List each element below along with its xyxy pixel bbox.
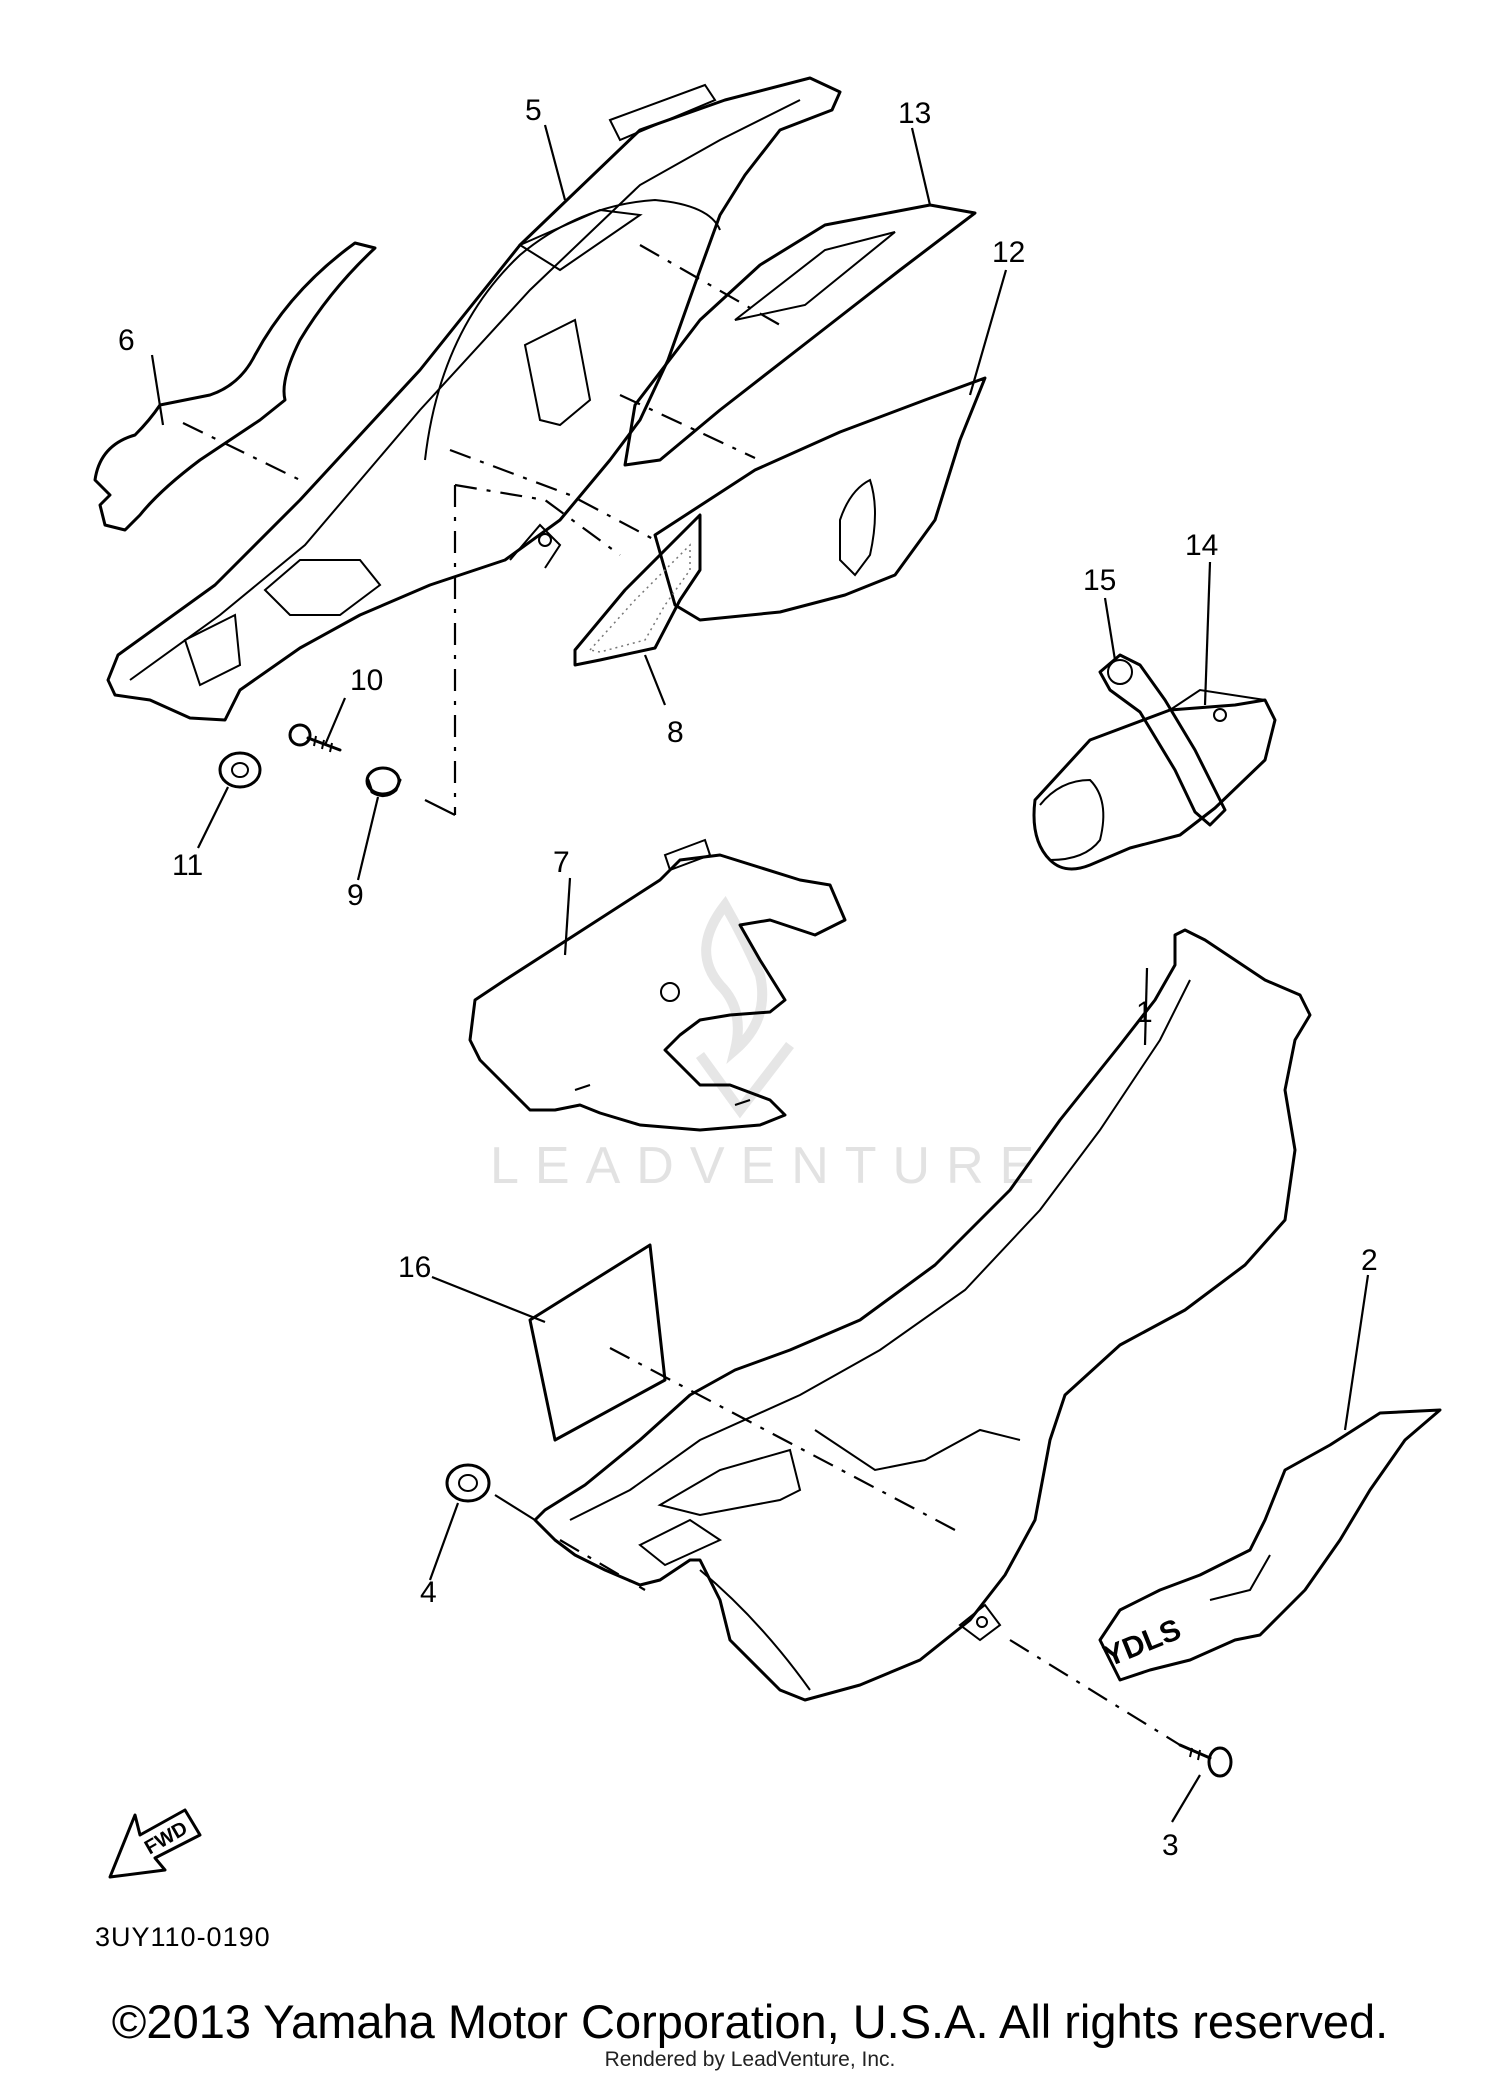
callout-4: 4 — [420, 1576, 437, 1609]
part-2-emblem: YDLS — [1098, 1408, 1442, 1682]
assembly-lines — [182, 244, 1181, 1746]
callout-16: 16 — [398, 1251, 431, 1284]
part-7-plate — [468, 838, 847, 1132]
callout-3: 3 — [1162, 1829, 1179, 1862]
diagram-code: 3UY110-0190 — [95, 1922, 271, 1952]
leadventure-watermark: LEADVENTURE — [490, 896, 1050, 1195]
part-12-side-panel — [653, 376, 987, 622]
callout-1: 1 — [1136, 996, 1153, 1029]
part-10-bolt — [288, 723, 342, 753]
callout-leaders — [150, 124, 1370, 1823]
callout-10: 10 — [350, 664, 383, 697]
callout-7: 7 — [553, 846, 570, 879]
part-11-grommet — [218, 751, 262, 789]
callout-11: 11 — [172, 849, 203, 882]
part-3-bolt — [1178, 1743, 1233, 1778]
part-9-collar — [365, 766, 402, 797]
part-13-strip — [623, 203, 977, 467]
part-14-tool-bag — [1032, 688, 1277, 871]
callout-15: 15 — [1083, 564, 1116, 597]
part-16-label — [528, 1243, 667, 1442]
part-6-emblem — [93, 241, 377, 532]
watermark-text: LEADVENTURE — [490, 1137, 1050, 1195]
copyright-notice: ©2013 Yamaha Motor Corporation, U.S.A. A… — [111, 1995, 1389, 2048]
callout-12: 12 — [992, 236, 1025, 269]
callout-8: 8 — [667, 716, 684, 749]
part-1-main-side-cover — [533, 928, 1312, 1702]
callout-13: 13 — [898, 97, 931, 130]
callout-5: 5 — [525, 94, 542, 127]
part-4-grommet — [445, 1463, 491, 1503]
callout-numbers: 1 2 3 4 5 6 7 8 9 10 11 12 13 14 15 16 — [118, 94, 1378, 1862]
part-8-pad — [573, 513, 702, 667]
rendered-by-note: Rendered by LeadVenture, Inc. — [604, 2048, 896, 2071]
part-15-strap — [1098, 653, 1227, 827]
callout-2: 2 — [1361, 1244, 1378, 1277]
callout-14: 14 — [1185, 529, 1218, 562]
callout-6: 6 — [118, 324, 135, 357]
fwd-arrow-icon: FWD — [108, 1808, 202, 1879]
callout-9: 9 — [347, 879, 364, 912]
part-5-upper-side-cover — [106, 76, 842, 722]
